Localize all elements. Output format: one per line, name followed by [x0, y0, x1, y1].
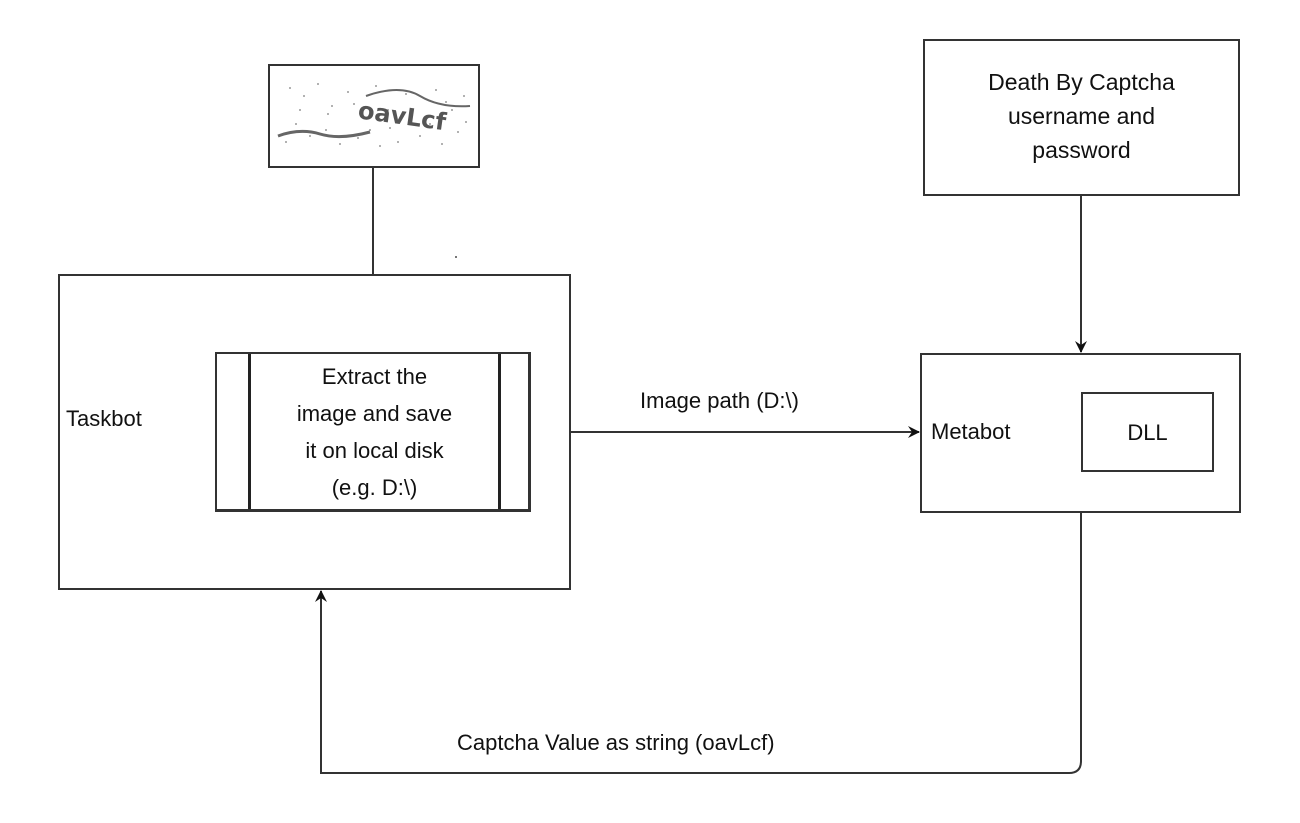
taskbot-label: Taskbot	[66, 406, 142, 431]
captcha-noise	[285, 83, 467, 147]
dbc-line-3: password	[1032, 137, 1131, 163]
stray-dot	[455, 256, 457, 258]
dbc-credentials-text: Death By Captcha username and password	[925, 65, 1238, 167]
process-line-3: it on local disk	[305, 438, 444, 463]
dll-box: DLL	[1081, 392, 1214, 472]
process-right-bar	[498, 354, 501, 509]
process-line-1: Extract the	[321, 364, 428, 389]
process-left-bar	[248, 354, 251, 509]
edge-captcha-value	[315, 512, 1082, 774]
captcha-squiggle-1	[277, 129, 371, 139]
captcha-image: oavLcf	[277, 83, 471, 147]
extract-process-text: Extract the image and save it on local d…	[251, 358, 498, 506]
dll-label: DLL	[1127, 420, 1168, 445]
process-line-4: (e.g. D:\)	[331, 475, 418, 500]
image-path-label: Image path (D:\)	[640, 388, 799, 413]
extract-process-box: Extract the image and save it on local d…	[215, 352, 531, 512]
metabot-label: Metabot	[931, 419, 1011, 444]
process-line-2: image and save	[296, 401, 453, 426]
dbc-line-1: Death By Captcha	[988, 69, 1175, 95]
captcha-image-box: oavLcf	[268, 64, 480, 168]
captcha-value-label: Captcha Value as string (oavLcf)	[457, 730, 775, 755]
captcha-squiggle-2	[365, 89, 471, 108]
dbc-credentials-box: Death By Captcha username and password	[923, 39, 1240, 196]
dbc-line-2: username and	[1007, 103, 1156, 129]
